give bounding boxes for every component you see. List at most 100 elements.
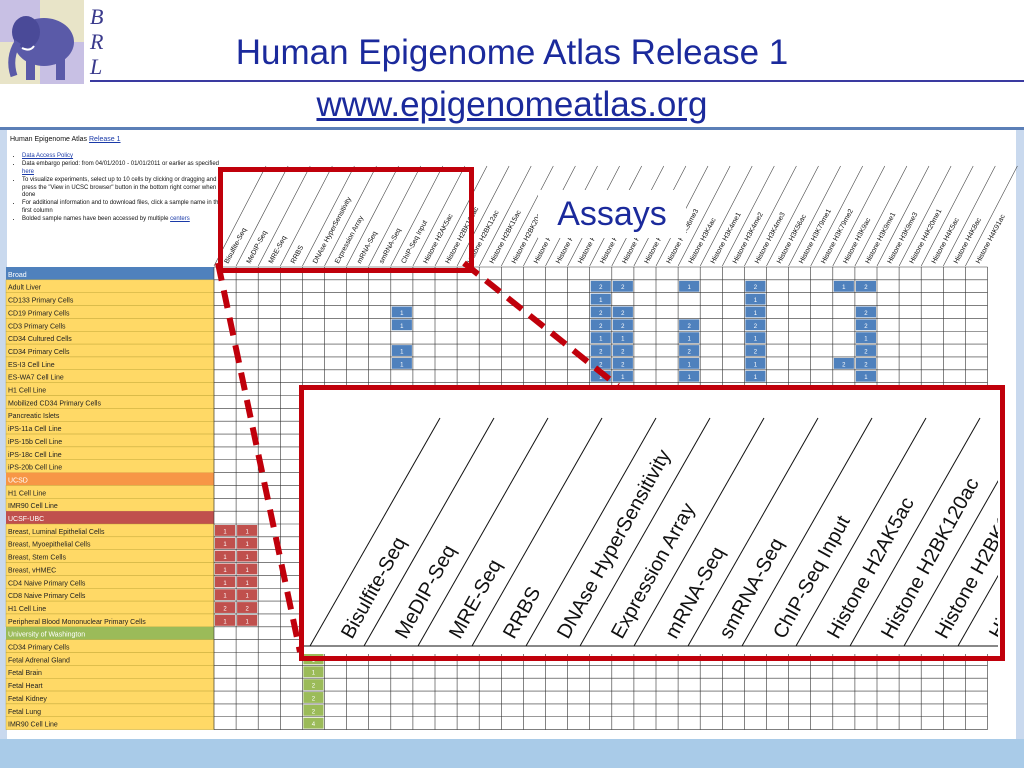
assay-header-divider	[434, 165, 488, 267]
data-cell[interactable]	[833, 280, 854, 292]
sample-name[interactable]: H1 Cell Line	[8, 606, 46, 613]
data-cell-count: 2	[621, 311, 625, 317]
data-cell[interactable]	[745, 345, 766, 356]
data-cell[interactable]	[679, 280, 700, 292]
data-cell[interactable]	[303, 666, 324, 678]
sheet-note: Data embargo period: from 04/01/2010 - 0…	[22, 161, 227, 176]
data-cell[interactable]	[612, 306, 633, 318]
data-cell[interactable]	[391, 345, 412, 356]
data-cell[interactable]	[612, 370, 633, 382]
atlas-url-link[interactable]: www.epigenomeatlas.org	[316, 85, 708, 124]
sample-name[interactable]: CD3 Primary Cells	[8, 323, 66, 330]
sample-name[interactable]: Breast, vHMEC	[8, 567, 56, 574]
zoom-header-divider	[903, 480, 998, 647]
sample-name[interactable]: ES-WA7 Cell Line	[8, 375, 64, 382]
data-cell-count: 2	[312, 684, 316, 690]
sample-name[interactable]: Fetal Heart	[8, 683, 43, 690]
data-cell[interactable]	[679, 345, 700, 356]
data-cell[interactable]	[745, 280, 766, 292]
data-cell[interactable]	[855, 357, 876, 369]
bottom-band	[0, 739, 1024, 768]
sample-name[interactable]: Breast, Luminal Epithelial Cells	[8, 529, 105, 536]
sheet-note: To visualize experiments, select up to 1…	[22, 177, 227, 199]
sample-name[interactable]: Fetal Adrenal Gland	[8, 657, 70, 664]
data-cell[interactable]	[612, 357, 633, 369]
release-link[interactable]: Release 1	[89, 136, 121, 143]
sample-name[interactable]: Breast, Myoepithelial Cells	[8, 542, 91, 549]
data-cell[interactable]	[855, 319, 876, 331]
sample-name[interactable]: IMR90 Cell Line	[8, 503, 58, 510]
data-cell[interactable]	[612, 332, 633, 344]
data-cell[interactable]	[612, 280, 633, 292]
data-cell[interactable]	[745, 319, 766, 331]
data-cell[interactable]	[303, 692, 324, 703]
assays-callout-label: Assays	[538, 190, 686, 238]
data-cell[interactable]	[303, 717, 324, 729]
data-cell[interactable]	[855, 306, 876, 318]
sample-name[interactable]: Adult Liver	[8, 285, 42, 292]
sample-name[interactable]: CD133 Primary Cells	[8, 298, 74, 305]
sample-name[interactable]: H1 Cell Line	[8, 490, 46, 497]
sample-name[interactable]: ES-I3 Cell Line	[8, 362, 55, 369]
data-cell[interactable]	[612, 345, 633, 356]
assay-header-divider	[456, 165, 510, 267]
sheet-note-link[interactable]: here	[22, 168, 35, 175]
sample-name[interactable]: H1 Cell Line	[8, 388, 46, 395]
data-cell-count: 1	[400, 362, 404, 368]
data-cell[interactable]	[833, 357, 854, 369]
data-cell[interactable]	[679, 319, 700, 331]
sample-name[interactable]: CD34 Cultured Cells	[8, 336, 72, 343]
title-rule	[90, 80, 1024, 82]
data-cell[interactable]	[855, 370, 876, 382]
data-cell[interactable]	[679, 370, 700, 382]
sample-name[interactable]: Fetal Kidney	[8, 696, 47, 703]
sample-name[interactable]: CD8 Naive Primary Cells	[8, 593, 86, 600]
data-cell[interactable]	[855, 280, 876, 292]
data-cell[interactable]	[612, 319, 633, 331]
data-cell-count: 1	[400, 349, 404, 355]
data-cell[interactable]	[745, 293, 766, 305]
sample-name[interactable]: CD4 Naive Primary Cells	[8, 580, 86, 587]
sample-name[interactable]: CD19 Primary Cells	[8, 310, 70, 317]
zoom-header-divider	[525, 417, 657, 647]
slide-title: Human Epigenome Atlas Release 1	[235, 33, 789, 72]
data-cell[interactable]	[855, 345, 876, 356]
data-cell-count: 1	[687, 362, 691, 368]
assay-header-divider	[346, 165, 399, 267]
logo-letter-l: L	[90, 54, 103, 79]
sample-name[interactable]: Fetal Lung	[8, 709, 41, 716]
zoom-header-divider	[957, 574, 998, 647]
sample-name[interactable]: iPS-15b Cell Line	[8, 439, 62, 446]
sheet-note-link[interactable]: Data Access Policy	[22, 153, 74, 159]
sample-name[interactable]: Pancreatic Islets	[8, 413, 60, 420]
data-cell[interactable]	[303, 704, 324, 716]
brl-logo: B R L	[0, 0, 118, 84]
sheet-note-link[interactable]: centers	[170, 216, 190, 223]
data-cell[interactable]	[679, 332, 700, 344]
sample-name[interactable]: CD34 Primary Cells	[8, 349, 70, 356]
sample-name[interactable]: IMR90 Cell Line	[8, 722, 58, 729]
group-header-row	[6, 472, 214, 486]
data-cell[interactable]	[745, 306, 766, 318]
sheet-note-text: Bolded sample names have been accessed b…	[22, 216, 171, 223]
data-cell[interactable]	[303, 679, 324, 691]
assay-header-divider	[898, 165, 952, 267]
sample-name[interactable]: Breast, Stem Cells	[8, 555, 66, 562]
data-cell-count: 1	[687, 337, 691, 343]
data-cell[interactable]	[745, 370, 766, 382]
data-cell[interactable]	[745, 357, 766, 369]
data-cell[interactable]	[855, 332, 876, 344]
data-cell[interactable]	[679, 357, 700, 369]
sample-name[interactable]: iPS-11a Cell Line	[8, 426, 62, 433]
sample-name[interactable]: iPS-20b Cell Line	[8, 465, 62, 472]
sample-name[interactable]: CD34 Primary Cells	[8, 645, 70, 652]
sample-name[interactable]: iPS-18c Cell Line	[8, 452, 62, 459]
sample-name[interactable]: Mobilized CD34 Primary Cells	[8, 400, 101, 407]
sample-name[interactable]: Fetal Brain	[8, 670, 42, 677]
data-cell[interactable]	[745, 332, 766, 344]
data-cell[interactable]	[391, 357, 412, 369]
data-cell[interactable]	[391, 319, 412, 331]
sample-name[interactable]: Peripheral Blood Mononuclear Primary Cel…	[8, 619, 146, 626]
data-cell-count: 2	[864, 362, 868, 368]
data-cell[interactable]	[391, 306, 412, 318]
